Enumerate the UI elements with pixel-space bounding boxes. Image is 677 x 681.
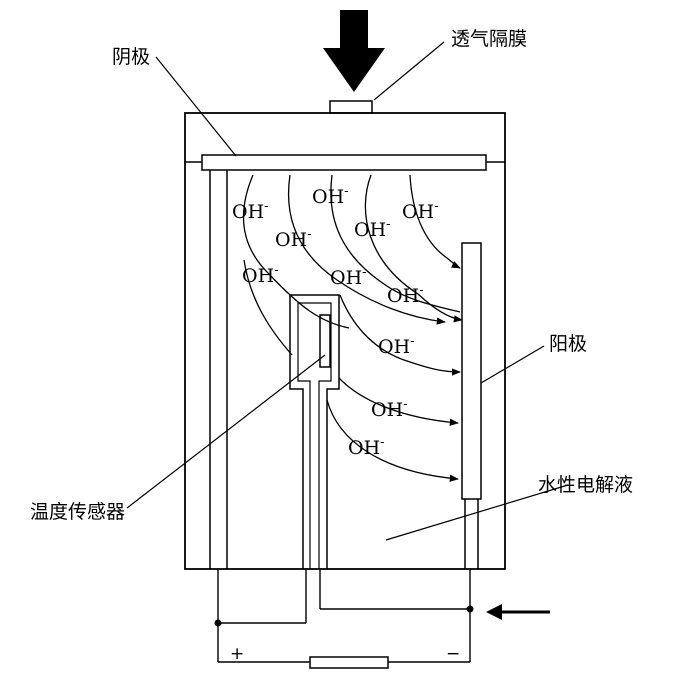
ion-flow-path (338, 377, 459, 426)
membrane-label: 透气隔膜 (451, 28, 527, 50)
ion-flow-path (242, 174, 350, 329)
ion-label: OH- (387, 283, 424, 307)
ion-flow-path (330, 174, 461, 313)
sensor-inner-channel (297, 302, 332, 569)
anode-plate (461, 242, 482, 500)
ion-label: OH- (330, 265, 367, 289)
plus-terminal-label: + (230, 644, 244, 664)
cathode-label: 阴极 (112, 46, 150, 68)
ion-label: OH- (354, 217, 391, 241)
ion-label: OH- (402, 199, 439, 223)
ion-label: OH- (378, 334, 415, 358)
ion-flow-path (409, 174, 461, 269)
gas-membrane (329, 100, 373, 114)
sensor-element (319, 314, 331, 368)
electrolyte-label: 水性电解液 (538, 474, 633, 496)
ion-label: OH- (371, 397, 408, 421)
ion-labels: OH- OH- OH- OH- OH- OH- OH- OH- OH- OH- … (232, 184, 439, 459)
current-arrow-head (486, 604, 502, 620)
ion-label: OH- (232, 199, 269, 223)
ion-flow-path (326, 399, 459, 482)
ion-label: OH- (275, 227, 312, 251)
ion-label: OH- (312, 184, 349, 208)
circuit-junction-left (214, 619, 222, 627)
leader-lines (126, 41, 569, 541)
cathode-plate (201, 154, 487, 171)
sensor-label: 温度传感器 (30, 501, 125, 523)
load-resistor (309, 656, 389, 669)
circuit-junction-right (466, 605, 474, 613)
external-circuit (217, 569, 471, 663)
sensor-housing (289, 294, 340, 569)
ion-label: OH- (348, 435, 385, 459)
ion-label: OH- (242, 263, 279, 287)
ion-flow-path (339, 294, 461, 376)
cell-container (184, 112, 506, 570)
ion-flow-path (364, 174, 463, 323)
ion-flow-paths (242, 174, 463, 482)
ion-flow-path (243, 259, 293, 356)
anode-label: 阳极 (549, 333, 587, 355)
minus-terminal-label: − (446, 644, 460, 664)
ion-flow-path (287, 174, 446, 325)
gas-inflow-arrow (323, 10, 385, 92)
